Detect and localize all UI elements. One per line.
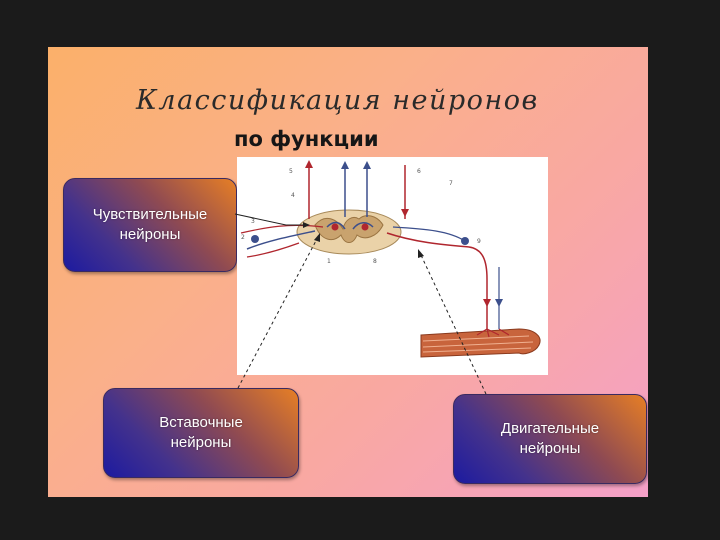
sensory-fiber [246, 242, 300, 258]
slide: Классификация нейронов по функции Чувств… [48, 47, 648, 497]
sensory-fiber [240, 224, 324, 234]
motor-arrow [483, 299, 491, 307]
figure-label: 2 [241, 234, 245, 241]
figure-label: 4 [291, 192, 295, 199]
figure-label: 5 [289, 168, 293, 175]
slide-title: Классификация нейронов [136, 85, 539, 116]
interneuron-fiber [352, 222, 374, 230]
sensory-ganglion [251, 235, 259, 243]
motor-fiber [386, 232, 488, 329]
interneuron-fiber [326, 221, 346, 230]
sensory-neurons-label: Чувствительные нейроны [92, 206, 208, 243]
figure-label: 3 [251, 218, 255, 225]
motor-fiber [392, 226, 466, 242]
interneurons-box: Вставочные нейроны [103, 388, 299, 478]
interneuron-body [361, 223, 369, 231]
tract-arrow [341, 161, 349, 169]
reflex-arc-diagram: 5 6 4 3 2 1 8 9 7 [240, 160, 541, 358]
interneurons-label: Вставочные нейроны [159, 414, 243, 451]
motor-ganglion [461, 237, 469, 245]
motor-neurons-box: Двигательные нейроны [453, 394, 647, 484]
figure-label: 7 [449, 180, 453, 187]
figure-label: 9 [477, 238, 481, 245]
motor-neurons-label: Двигательные нейроны [500, 420, 600, 457]
figure-label: 6 [417, 168, 421, 175]
motor-arrow [495, 299, 503, 307]
figure-label: 1 [327, 258, 331, 265]
tract-arrow [305, 160, 313, 168]
slide-subtitle: по функции [234, 127, 379, 151]
tract-arrow [401, 209, 409, 217]
interneuron-body [331, 223, 339, 231]
figure-label: 8 [373, 258, 377, 265]
reflex-arc-figure: 5 6 4 3 2 1 8 9 7 [237, 157, 548, 375]
sensory-neurons-box: Чувствительные нейроны [63, 178, 237, 272]
tract-arrow [363, 161, 371, 169]
